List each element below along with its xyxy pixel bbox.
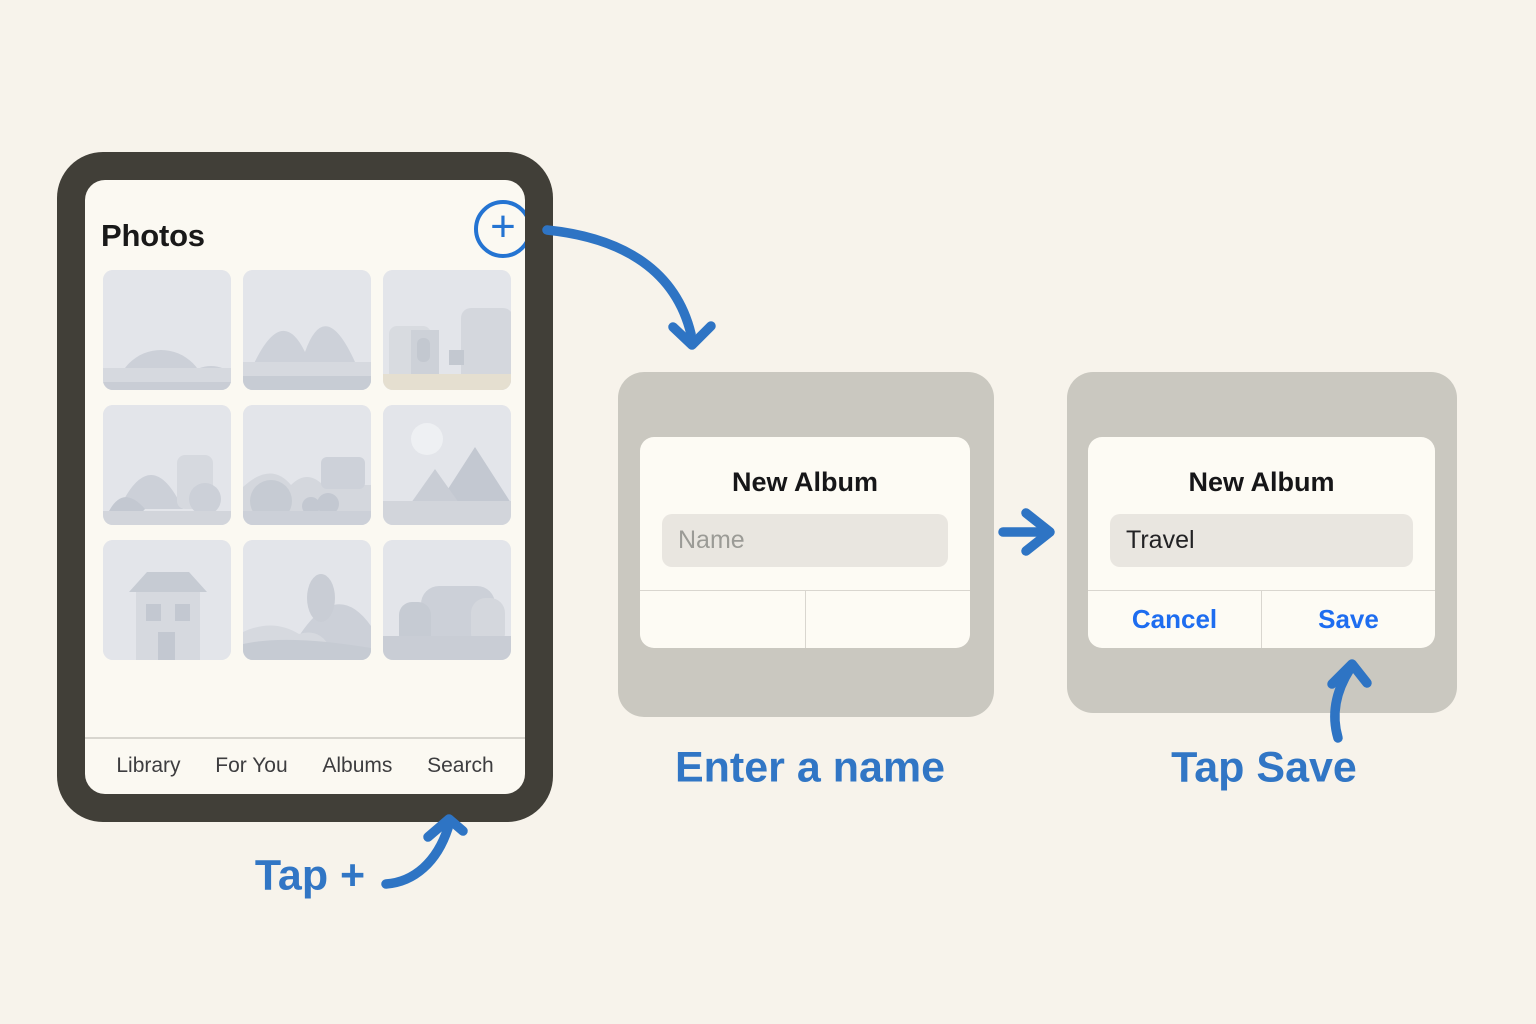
dialog-button-row <box>640 590 970 648</box>
album-name-input[interactable] <box>662 514 948 567</box>
arrow-plus-to-dialog-icon <box>542 225 716 350</box>
dialog-title: New Album <box>731 467 878 497</box>
step-tap-save-card: New Album Cancel Save <box>1067 372 1457 713</box>
step-enter-name-card: New Album <box>618 372 994 717</box>
photo-thumbnail-sun-mountains[interactable] <box>383 405 511 525</box>
photo-thumbnail-house[interactable] <box>103 540 231 660</box>
annotation-tap-save: Tap Save <box>1171 743 1357 792</box>
tab-albums[interactable]: Albums <box>322 754 393 777</box>
dialog-button-left-empty[interactable] <box>640 591 806 648</box>
photo-thumbnail-valley[interactable] <box>243 405 371 525</box>
add-album-button[interactable]: + <box>474 200 525 258</box>
dialog-title: New Album <box>1188 467 1335 497</box>
tab-bar: Library For You Albums Search <box>85 746 525 786</box>
cancel-button[interactable]: Cancel <box>1088 591 1262 648</box>
tab-search[interactable]: Search <box>427 754 494 777</box>
photo-grid <box>103 270 511 660</box>
tabbar-divider <box>85 737 525 739</box>
photo-thumbnail-peak-bushes[interactable] <box>103 405 231 525</box>
arrow-step2-to-step3-icon <box>998 508 1055 556</box>
new-album-dialog-filled: New Album Cancel Save <box>1088 437 1435 648</box>
new-album-dialog-empty: New Album <box>640 437 970 648</box>
photo-thumbnail-shrubs[interactable] <box>383 540 511 660</box>
tab-library[interactable]: Library <box>116 754 181 777</box>
photos-app-screen: Photos + <box>85 180 525 794</box>
dialog-button-right-empty[interactable] <box>806 591 971 648</box>
ipad-device: Photos + <box>57 152 553 822</box>
photo-thumbnail-hills[interactable] <box>103 270 231 390</box>
tab-for-you[interactable]: For You <box>215 754 288 777</box>
plus-icon: + <box>490 202 516 251</box>
page-title: Photos <box>101 218 205 253</box>
save-button[interactable]: Save <box>1262 591 1435 648</box>
album-name-input-filled[interactable] <box>1110 514 1413 567</box>
annotation-enter-a-name: Enter a name <box>674 743 946 792</box>
photo-thumbnail-tree-hill[interactable] <box>243 540 371 660</box>
dialog-button-row: Cancel Save <box>1088 590 1435 648</box>
annotation-tap-plus: Tap + <box>254 851 366 900</box>
photo-thumbnail-buildings[interactable] <box>383 270 511 390</box>
photo-thumbnail-mountains[interactable] <box>243 270 371 390</box>
tap-plus-arrow-icon <box>381 814 468 889</box>
